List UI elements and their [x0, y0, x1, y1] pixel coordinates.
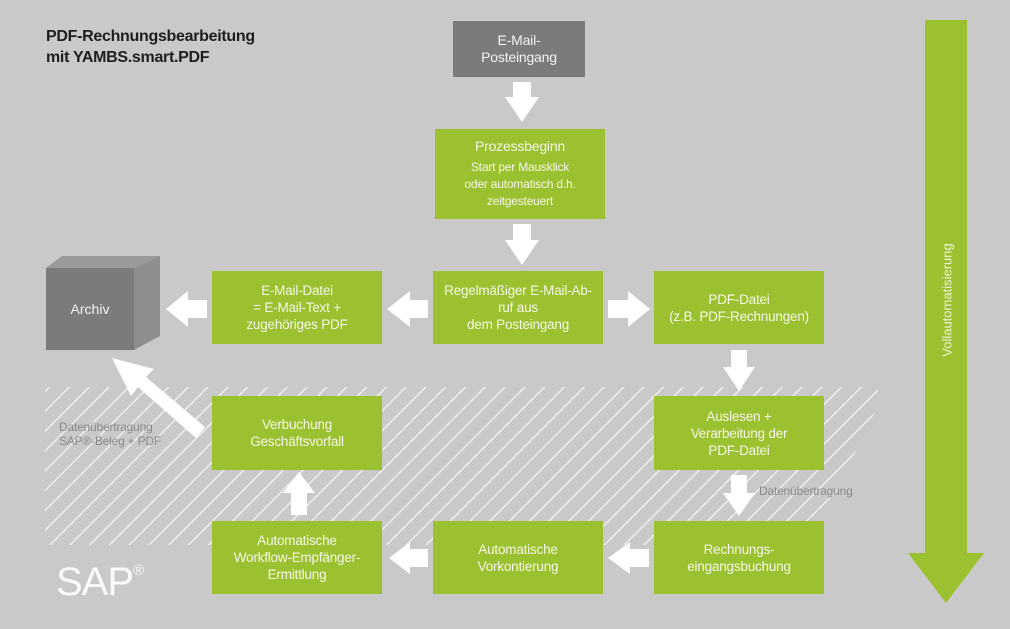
node-auto-account: Automatische Vorkontierung	[433, 521, 603, 594]
arrow-left-3	[608, 542, 649, 574]
node-text: Auslesen +	[706, 408, 772, 424]
node-text: Workflow-Empfänger-	[233, 550, 361, 565]
node-email-inbox: E-Mail- Posteingang	[453, 21, 585, 77]
archive-cube	[46, 256, 160, 350]
title-line-1: PDF-Rechnungsbearbeitung	[46, 28, 255, 45]
arrow-up-1	[283, 472, 315, 515]
node-email-file: E-Mail-Datei = E-Mail-Text + zugehöriges…	[212, 271, 382, 344]
node-text: Regelmäßiger E-Mail-Ab-	[444, 283, 592, 298]
node-email-fetch: Regelmäßiger E-Mail-Ab- ruf aus dem Post…	[433, 271, 603, 344]
arrow-diagonal-archive	[112, 358, 205, 438]
node-text: eingangsbuchung	[687, 558, 791, 574]
arrow-down-4	[723, 475, 755, 516]
label-full-automation: Vollautomatisierung	[939, 243, 955, 357]
sap-logo-text: SAP	[56, 560, 134, 604]
node-text: Vorkontierung	[477, 558, 559, 574]
arrow-left-2	[166, 291, 207, 327]
arrow-left-1	[387, 291, 428, 327]
node-text: Ermittlung	[267, 567, 327, 582]
node-text: oder automatisch d.h.	[464, 177, 576, 191]
node-text: Automatische	[257, 533, 337, 548]
label-line: SAP®-Beleg + PDF	[59, 434, 162, 448]
arrow-down-2	[505, 224, 539, 265]
arrow-down-1	[505, 82, 539, 122]
node-text: zeitgesteuert	[486, 194, 554, 208]
node-text: Start per Mausklick	[470, 160, 570, 174]
node-read-process: Auslesen + Verarbeitung der PDF-Datei	[654, 396, 824, 470]
label-transfer: Datenübertragung	[759, 484, 853, 498]
node-posting: Verbuchung Geschäftsvorfall	[212, 396, 382, 470]
node-text: E-Mail-	[497, 32, 541, 48]
node-pdf-file: PDF-Datei (z.B. PDF-Rechnungen)	[654, 271, 824, 344]
node-text: = E-Mail-Text +	[253, 300, 341, 315]
node-text: ruf aus	[498, 300, 538, 315]
node-text: Geschäftsvorfall	[250, 434, 344, 449]
node-text: Verarbeitung der	[690, 425, 788, 441]
node-heading: Prozessbeginn	[474, 138, 565, 154]
sap-logo: SAP®	[56, 560, 144, 605]
label-line: Datenübertragung	[59, 420, 153, 434]
label-transfer-sap: Datenübertragung SAP®-Beleg + PDF	[59, 420, 161, 448]
registered-mark: ®	[133, 561, 145, 579]
node-process-start: Prozessbeginn Start per Mausklick oder a…	[435, 129, 605, 219]
node-invoice-entry: Rechnungs- eingangsbuchung	[654, 521, 824, 594]
title-line-2: mit YAMBS.smart.PDF	[46, 49, 210, 66]
node-text: Verbuchung	[261, 417, 333, 432]
arrow-left-4	[389, 542, 428, 574]
archive-label: Archiv	[70, 301, 110, 317]
sap-zone-lower-left	[45, 520, 190, 545]
node-text: PDF-Datei	[708, 291, 770, 307]
arrow-down-3	[723, 350, 755, 391]
node-text: (z.B. PDF-Rechnungen)	[669, 308, 809, 324]
node-text: Automatische	[478, 541, 558, 557]
node-text: Rechnungs-	[703, 541, 775, 557]
arrow-right-1	[608, 291, 650, 327]
node-text: zugehöriges PDF	[246, 317, 348, 332]
node-text: PDF-Datei	[708, 442, 770, 458]
node-text: dem Posteingang	[466, 317, 570, 332]
node-text: E-Mail-Datei	[261, 283, 333, 298]
node-workflow: Automatische Workflow-Empfänger- Ermittl…	[212, 521, 382, 594]
diagram-title: PDF-Rechnungsbearbeitung mit YAMBS.smart…	[46, 26, 255, 68]
full-automation-arrow	[908, 20, 984, 603]
node-text: Posteingang	[481, 49, 557, 65]
